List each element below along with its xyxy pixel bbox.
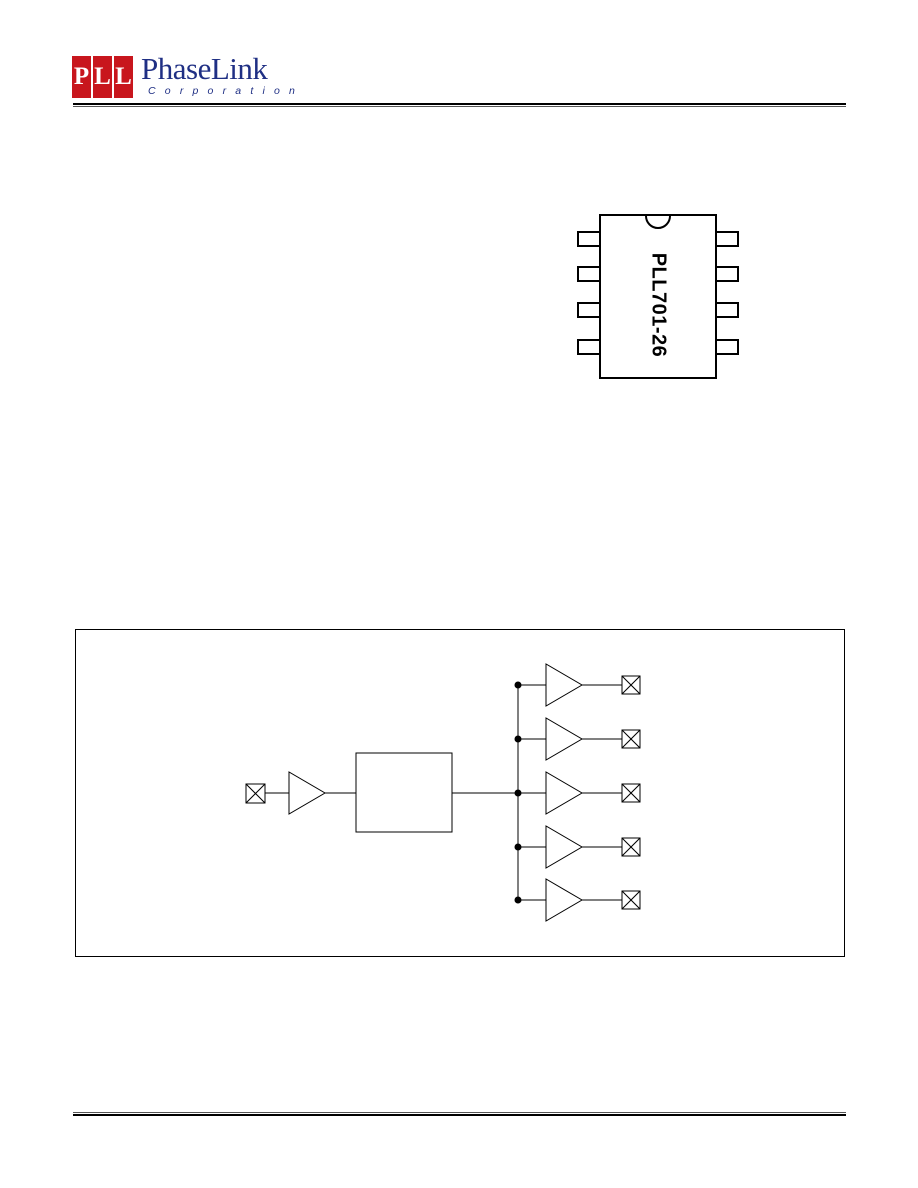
pin-left-3 — [577, 302, 601, 318]
output-buffer-4 — [514, 825, 641, 869]
brand-subtitle: Corporation — [148, 85, 305, 97]
output-buffer-2 — [514, 717, 641, 761]
footer-rule-thin — [73, 1112, 846, 1113]
header-rule — [73, 103, 846, 105]
pin1-notch — [645, 215, 671, 229]
package-body — [599, 214, 717, 379]
block-diagram-schematic — [245, 663, 641, 922]
header-rule-thin — [73, 106, 846, 107]
pin-right-2 — [715, 266, 739, 282]
brand-name: PhaseLink — [141, 51, 268, 86]
pin-left-2 — [577, 266, 601, 282]
chip-part-number: PLL701-26 — [647, 252, 670, 358]
logo-letter-l1: L — [93, 56, 112, 98]
pin-right-1 — [715, 231, 739, 247]
block-diagram — [75, 629, 845, 957]
phaselink-logo: P L L PhaseLink Corporation — [72, 52, 312, 100]
logo-letter-p: P — [72, 56, 91, 98]
pin-left-4 — [577, 339, 601, 355]
pin-right-3 — [715, 302, 739, 318]
pin-right-4 — [715, 339, 739, 355]
logo-letter-l2: L — [114, 56, 133, 98]
package-outline — [577, 214, 739, 379]
pin-left-1 — [577, 231, 601, 247]
output-buffer-3 — [514, 771, 641, 815]
input-pad — [245, 783, 266, 804]
core-block — [355, 752, 453, 833]
footer-rule — [73, 1114, 846, 1116]
output-buffer-1 — [514, 663, 641, 707]
input-buffer — [288, 771, 326, 815]
package-diagram: PLL701-26 — [575, 213, 745, 383]
output-buffer-5 — [514, 878, 641, 922]
